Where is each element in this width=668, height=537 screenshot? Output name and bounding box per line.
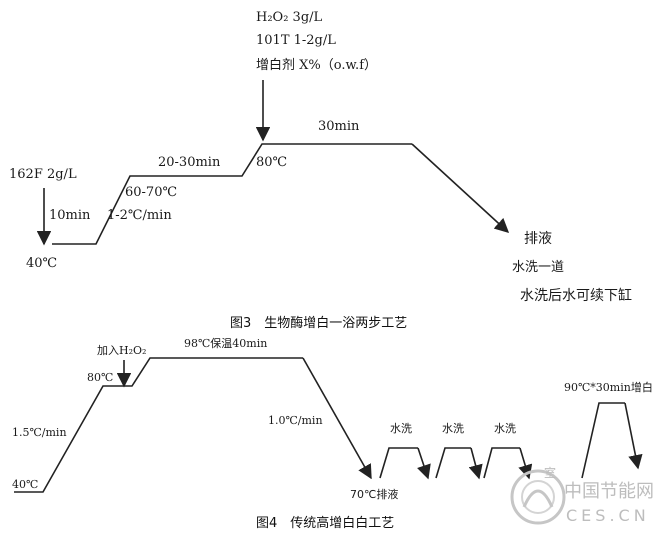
fig4-wash-label-3: 水洗 xyxy=(494,422,516,435)
fig3-note-101t: 101T 1-2g/L xyxy=(256,33,336,48)
fig4-wash-label-2: 水洗 xyxy=(442,422,464,435)
fig3-temp-60-70: 60-70℃ xyxy=(125,185,177,200)
fig4-wash-step-2 xyxy=(435,447,471,479)
fig3-time-30: 30min xyxy=(318,119,360,134)
fig4-wash-step-1 xyxy=(379,447,418,479)
fig4-wash-step-3 xyxy=(483,447,520,479)
watermark-logo-icon: 室 xyxy=(510,465,566,525)
fig4-final-step xyxy=(581,402,625,479)
fig4-drain-label: 70℃排液 xyxy=(350,487,398,501)
fig4-temp-40: 40℃ xyxy=(12,478,38,491)
fig4-process-curve xyxy=(14,357,303,493)
fig3-time-10: 10min xyxy=(49,208,91,223)
fig4-rate-down: 1.0℃/min xyxy=(268,414,323,427)
fig4-add-label: 加入H₂O₂ xyxy=(97,344,146,357)
watermark-logo-char: 室 xyxy=(544,465,556,480)
fig3-temp-40: 40℃ xyxy=(26,256,57,271)
watermark-site: CES.CN xyxy=(566,506,650,525)
fig3-rate-label: 1-2℃/min xyxy=(107,208,172,223)
fig4-caption: 图4 传统高增白白工艺 xyxy=(256,515,394,531)
fig3-caption: 图3 生物酶增白一浴两步工艺 xyxy=(230,315,407,331)
watermark: 室 中国节能网 CES.CN xyxy=(510,465,654,525)
fig4-hold-label: 98℃保温40min xyxy=(184,336,267,350)
fig4-wash-arrow-2 xyxy=(468,447,483,480)
fig3-wash-label: 水洗一道 xyxy=(512,260,564,275)
fig4-rate-up: 1.5℃/min xyxy=(12,426,67,439)
fig3-process-curve xyxy=(52,143,412,245)
figure-4: 98℃保温40min 加入H₂O₂ 80℃ 1.5℃/min 40℃ 1.0℃/… xyxy=(12,336,653,531)
fig3-temp-80: 80℃ xyxy=(256,155,287,170)
fig4-temp-80: 80℃ xyxy=(87,371,113,384)
fig3-note-h2o2: H₂O₂ 3g/L xyxy=(256,10,323,25)
fig3-note-whitener: 增白剂 X%（o.w.f） xyxy=(256,57,377,73)
fig3-enzyme-label: 162F 2g/L xyxy=(9,167,77,182)
fig3-drain-arrow xyxy=(411,143,510,233)
fig4-wash-label-1: 水洗 xyxy=(390,422,412,435)
fig4-final-arrow xyxy=(624,402,643,470)
fig3-reuse-label: 水洗后水可续下缸 xyxy=(520,287,632,304)
fig3-drain-label: 排液 xyxy=(524,231,552,247)
fig4-wash-arrow-1 xyxy=(417,447,431,480)
fig3-time-20-30: 20-30min xyxy=(158,155,221,170)
fig4-final-label: 90℃*30min增白 xyxy=(564,380,653,394)
watermark-name: 中国节能网 xyxy=(564,481,654,502)
fig4-drain-arrow xyxy=(302,357,372,480)
figure-3: H₂O₂ 3g/L 101T 1-2g/L 增白剂 X%（o.w.f） 162F… xyxy=(9,10,632,331)
